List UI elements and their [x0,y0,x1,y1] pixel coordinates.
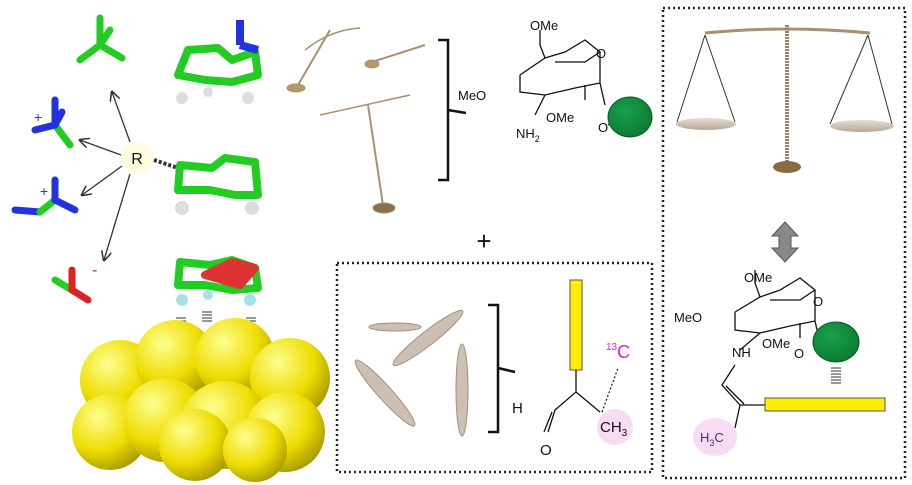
lipid-chain [764,397,886,412]
lipid-ellipses [354,309,469,437]
positive-charge: + [40,183,48,199]
ome-label: OMe [546,110,574,125]
sugar-ring-bottom [174,256,262,306]
positive-charge: + [34,109,42,125]
equilibrium-double-arrow [770,221,800,263]
plus-sign: + [476,226,491,256]
glycosidic-oxygen-label: O [598,120,608,135]
r-group-label: R [131,151,143,168]
enamine-structure: OMe MeO O NH OMe O H3C [674,270,886,456]
arrows [80,92,131,260]
aminosugar-structure: OMe MeO O NH2 OMe O [458,18,653,144]
oxygen-label: O [540,442,552,459]
r-group-circle [121,142,153,174]
aromatic-surface-spheres [72,318,330,482]
balance-fragments [286,27,426,214]
isotope-highlight [597,409,633,445]
glycosidic-oxygen-label: O [794,346,804,361]
bracket [438,38,467,182]
binding-marks [831,367,841,384]
residue-interactions: R + + [11,14,330,482]
guanidinium-model [11,176,79,216]
amine-label: NH2 [516,126,540,144]
negative-charge: - [92,262,97,279]
ring-oxygen-label: O [596,46,606,61]
ome-label: OMe [744,270,772,285]
lipid-chain [569,279,583,371]
ch-pi-interaction [153,158,179,170]
sugar-ring-middle [174,154,262,215]
methyl-label: CH3 [600,419,628,439]
bracket [488,303,516,434]
meo-label: MeO [674,310,702,325]
bead [812,321,860,363]
balance-scale-icon [676,25,894,173]
ring-oxygen-label: O [813,294,823,309]
product-box [661,6,907,480]
isotope-label: 13C [606,342,630,362]
imine-nh-label: NH [732,345,751,360]
meo-label: MeO [458,88,486,103]
methyl-group-model [76,14,126,64]
carboxylate-model [51,266,92,304]
ome-label: OMe [530,18,558,33]
ome-label: OMe [762,336,790,351]
sugar-ring-top [174,20,262,104]
ammonium-model [31,96,74,149]
bead [607,96,653,138]
aldehyde-box [335,261,654,474]
aldehyde-structure: 13C H O CH3 [512,279,633,459]
isotope-highlight [693,418,737,456]
methyl-label: H3C [700,430,724,448]
hydrogen-label: H [512,400,523,417]
